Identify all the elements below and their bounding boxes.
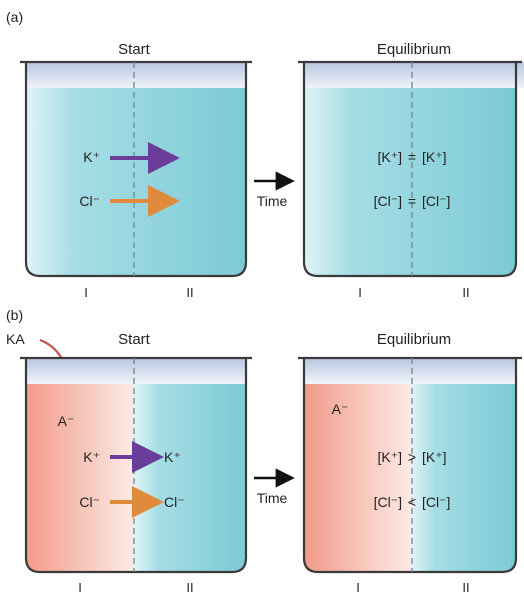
water bbox=[304, 88, 516, 276]
solution-compartment-i bbox=[26, 384, 134, 572]
k-left-conc: [K⁺] bbox=[377, 449, 402, 465]
time-arrow-a: Time bbox=[254, 171, 295, 209]
water bbox=[26, 88, 246, 276]
cl-left-conc: [Cl⁻] bbox=[374, 193, 402, 209]
compartment-i-label: I bbox=[78, 580, 82, 595]
beaker-outline bbox=[20, 356, 252, 574]
time-label-b: Time bbox=[257, 490, 288, 506]
heading-b-start: Start bbox=[118, 331, 151, 348]
time-label-a: Time bbox=[257, 193, 288, 209]
solution-compartment-i bbox=[304, 384, 412, 572]
cl-relation: < bbox=[408, 494, 416, 510]
compartment-i-label: I bbox=[84, 285, 88, 300]
heading-a-equilibrium: Equilibrium bbox=[377, 41, 451, 58]
cl-relation: = bbox=[408, 193, 416, 209]
beaker-rim bbox=[26, 358, 246, 384]
k-right-conc: [K⁺] bbox=[422, 149, 447, 165]
cl-ion-right-label: Cl⁻ bbox=[164, 494, 185, 510]
beaker-b-equilibrium: Equilibrium A⁻ [K⁺] > [K⁺] [Cl⁻] < [Cl⁻]… bbox=[298, 331, 522, 595]
compartment-ii-label: II bbox=[462, 285, 469, 300]
beaker-b-start: Start A⁻ K⁺ K⁺ Cl⁻ Cl⁻ I II bbox=[20, 331, 252, 595]
panel-b-label: (b) bbox=[6, 307, 23, 323]
k-left-conc: [K⁺] bbox=[377, 149, 402, 165]
k-ion-left-label: K⁺ bbox=[83, 449, 100, 465]
a-ion-label: A⁻ bbox=[58, 413, 75, 429]
cl-ion-left-label: Cl⁻ bbox=[79, 494, 100, 510]
compartment-ii-label: II bbox=[186, 580, 193, 595]
compartment-ii-label: II bbox=[186, 285, 193, 300]
solution-compartment-ii bbox=[134, 384, 246, 572]
heading-a-start: Start bbox=[118, 41, 151, 58]
beaker-outline bbox=[298, 60, 522, 278]
compartment-ii-label: II bbox=[462, 580, 469, 595]
beaker-a-start: Start K⁺ Cl⁻ I II bbox=[20, 41, 252, 300]
cl-right-conc: [Cl⁻] bbox=[422, 193, 450, 209]
k-relation: = bbox=[408, 149, 416, 165]
ka-label: KA bbox=[6, 331, 25, 347]
cl-left-conc: [Cl⁻] bbox=[374, 494, 402, 510]
solution-compartment-ii bbox=[412, 384, 516, 572]
k-ion-right-label: K⁺ bbox=[164, 449, 181, 465]
beaker-outline bbox=[20, 60, 252, 278]
time-arrow-b: Time bbox=[254, 468, 295, 506]
beaker-outline bbox=[298, 356, 522, 574]
beaker-rim bbox=[26, 62, 246, 88]
compartment-i-label: I bbox=[358, 285, 362, 300]
panel-a-label: (a) bbox=[6, 9, 23, 25]
beaker-rim bbox=[304, 62, 524, 88]
a-ion-label: A⁻ bbox=[332, 401, 349, 417]
compartment-i-label: I bbox=[356, 580, 360, 595]
k-right-conc: [K⁺] bbox=[422, 449, 447, 465]
cl-right-conc: [Cl⁻] bbox=[422, 494, 450, 510]
beaker-a-equilibrium: Equilibrium [K⁺] = [K⁺] [Cl⁻] = [Cl⁻] I … bbox=[298, 41, 524, 300]
k-ion-label: K⁺ bbox=[83, 149, 100, 165]
beaker-rim bbox=[304, 358, 516, 384]
k-relation: > bbox=[408, 449, 416, 465]
cl-ion-label: Cl⁻ bbox=[79, 193, 100, 209]
heading-b-equilibrium: Equilibrium bbox=[377, 331, 451, 348]
